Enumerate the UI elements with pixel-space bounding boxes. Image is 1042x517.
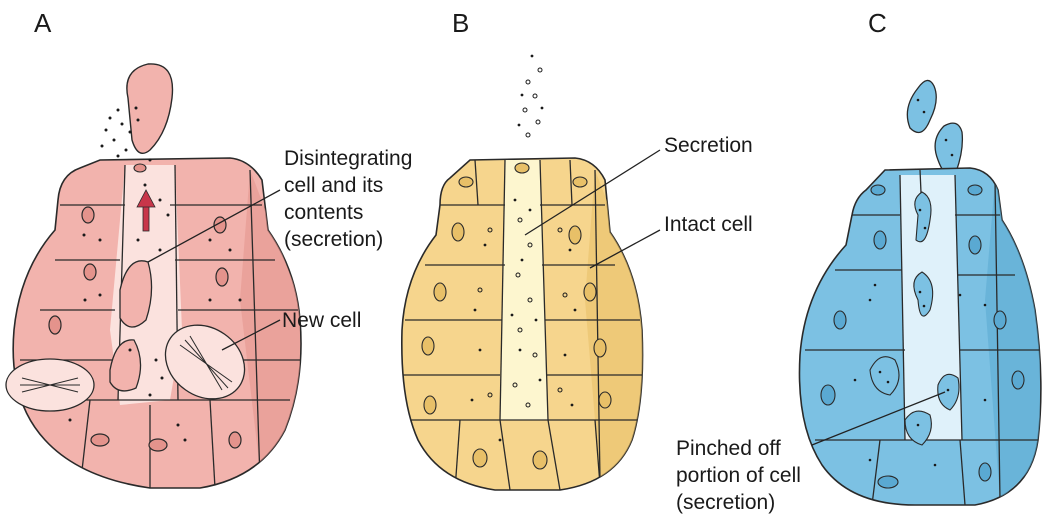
label-intact-cell: Intact cell xyxy=(664,213,753,236)
panel-c: C xyxy=(676,8,1041,514)
label-pinched-off: Pinched off portion of cell (secretion) xyxy=(676,437,807,514)
panel-letter-b: B xyxy=(452,8,469,38)
gland-a xyxy=(6,158,301,488)
panel-letter-a: A xyxy=(34,8,52,38)
pinched-blob-top xyxy=(907,80,936,132)
panel-letter-c: C xyxy=(868,8,887,38)
pinched-blob-mid xyxy=(935,123,962,175)
gland-b xyxy=(402,158,645,490)
panel-b: B xyxy=(402,8,753,490)
panel-a: A xyxy=(6,8,418,488)
label-disintegrating-cell: Disintegrating cell and its contents (se… xyxy=(284,147,418,251)
released-cell-blob xyxy=(127,64,173,153)
label-new-cell: B New cell xyxy=(282,309,361,332)
gland-c xyxy=(799,168,1040,505)
label-secretion: Secretion xyxy=(664,134,753,157)
